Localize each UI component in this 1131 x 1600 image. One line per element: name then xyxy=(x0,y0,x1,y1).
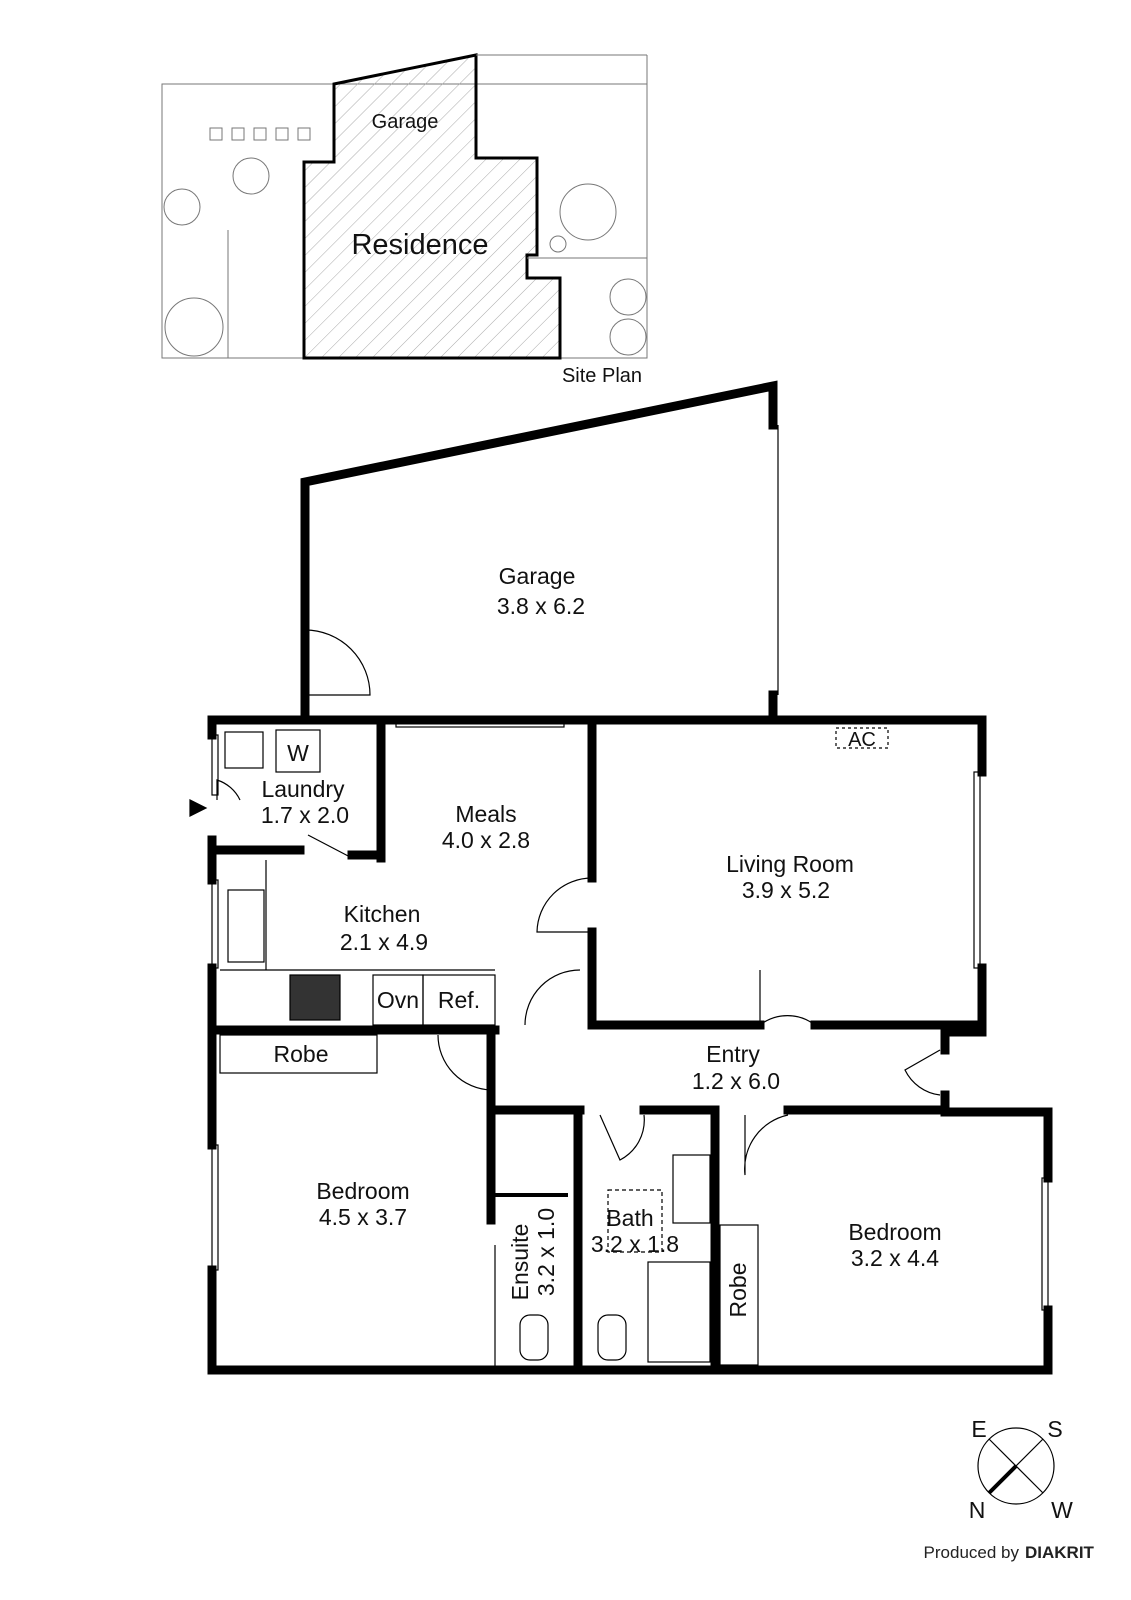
robe1-label: Robe xyxy=(274,1041,329,1067)
windows xyxy=(211,722,1049,1311)
bedroom1-door[interactable] xyxy=(437,1034,492,1091)
site-garage-label: Garage xyxy=(372,111,439,133)
garage-size: 3.8 x 6.2 xyxy=(497,593,585,619)
compass-n: N xyxy=(969,1497,986,1523)
robe1-box xyxy=(219,1034,378,1074)
living-entry-door[interactable] xyxy=(759,970,816,1026)
oven-label: Ovn xyxy=(377,987,419,1013)
site-residence-label: Residence xyxy=(351,229,488,261)
laundry-size: 1.7 x 2.0 xyxy=(261,802,349,828)
bedroom2-name: Bedroom xyxy=(848,1219,941,1245)
residence-footprint xyxy=(302,53,562,360)
ensuite-size: 3.2 x 1.0 xyxy=(533,1208,559,1296)
basin-icon xyxy=(672,1154,711,1224)
robe2-box xyxy=(719,1224,759,1366)
site-plan-caption: Site Plan xyxy=(562,365,642,387)
kitchen-sink-icon xyxy=(227,889,265,963)
bedroom2-door[interactable] xyxy=(744,1114,789,1176)
ensuite-name: Ensuite xyxy=(507,1224,533,1301)
compass-w: W xyxy=(1051,1497,1073,1523)
living-size: 3.9 x 5.2 xyxy=(742,877,830,903)
walls xyxy=(207,380,1053,1375)
living-name: Living Room xyxy=(726,851,854,877)
bath-vanity-icon xyxy=(607,1189,663,1253)
bath-name: Bath xyxy=(606,1205,653,1231)
credit-brand-logo: DIAKRIT xyxy=(1025,1543,1095,1562)
entry-size: 1.2 x 6.0 xyxy=(692,1068,780,1094)
ac-box xyxy=(835,727,889,749)
kitchen-name: Kitchen xyxy=(344,901,421,927)
meals-size: 4.0 x 2.8 xyxy=(442,827,530,853)
parking-markers xyxy=(209,127,311,141)
credit-prefix: Produced by xyxy=(924,1543,1020,1562)
fixtures: W Ovn Ref. AC Robe Robe xyxy=(219,727,889,1366)
ensuite-toilet-icon xyxy=(519,1314,549,1361)
washer-box xyxy=(275,729,321,773)
cooktop-icon xyxy=(289,974,341,1021)
site-plan: Garage Residence Site Plan xyxy=(161,53,648,387)
doors xyxy=(189,629,941,1176)
laundry-external-door[interactable] xyxy=(216,779,241,801)
bedroom1-size: 4.5 x 3.7 xyxy=(319,1204,407,1230)
front-door[interactable] xyxy=(904,1049,941,1096)
laundry-door[interactable] xyxy=(307,834,353,859)
compass-icon: E S N W xyxy=(969,1416,1073,1523)
robe2-label: Robe xyxy=(725,1263,751,1318)
room-labels: Garage 3.8 x 6.2 Laundry 1.7 x 2.0 Meals… xyxy=(261,563,942,1300)
laundry-name: Laundry xyxy=(261,776,345,802)
bedroom2-size: 3.2 x 4.4 xyxy=(851,1245,939,1271)
bath-door[interactable] xyxy=(599,1114,645,1161)
garage-name: Garage xyxy=(499,563,576,589)
kitchen-entry-door[interactable] xyxy=(524,969,581,1026)
bedroom1-name: Bedroom xyxy=(316,1178,409,1204)
shower-icon xyxy=(647,1261,711,1363)
laundry-tub-icon xyxy=(224,731,264,769)
fridge-box xyxy=(422,974,496,1026)
bath-size: 3.2 x 1.8 xyxy=(591,1231,679,1257)
meals-living-door[interactable] xyxy=(536,877,593,933)
meals-name: Meals xyxy=(455,801,516,827)
tree-icons xyxy=(163,157,647,357)
kitchen-size: 2.1 x 4.9 xyxy=(340,929,428,955)
fridge-label: Ref. xyxy=(438,987,480,1013)
entrance-arrow-icon xyxy=(189,799,208,817)
bath-toilet-icon xyxy=(597,1314,627,1361)
compass-e: E xyxy=(971,1416,986,1442)
entry-name: Entry xyxy=(706,1041,760,1067)
ac-label: AC xyxy=(848,729,876,751)
garage-door[interactable] xyxy=(304,629,371,696)
washer-label: W xyxy=(287,740,309,766)
compass-s: S xyxy=(1047,1416,1062,1442)
